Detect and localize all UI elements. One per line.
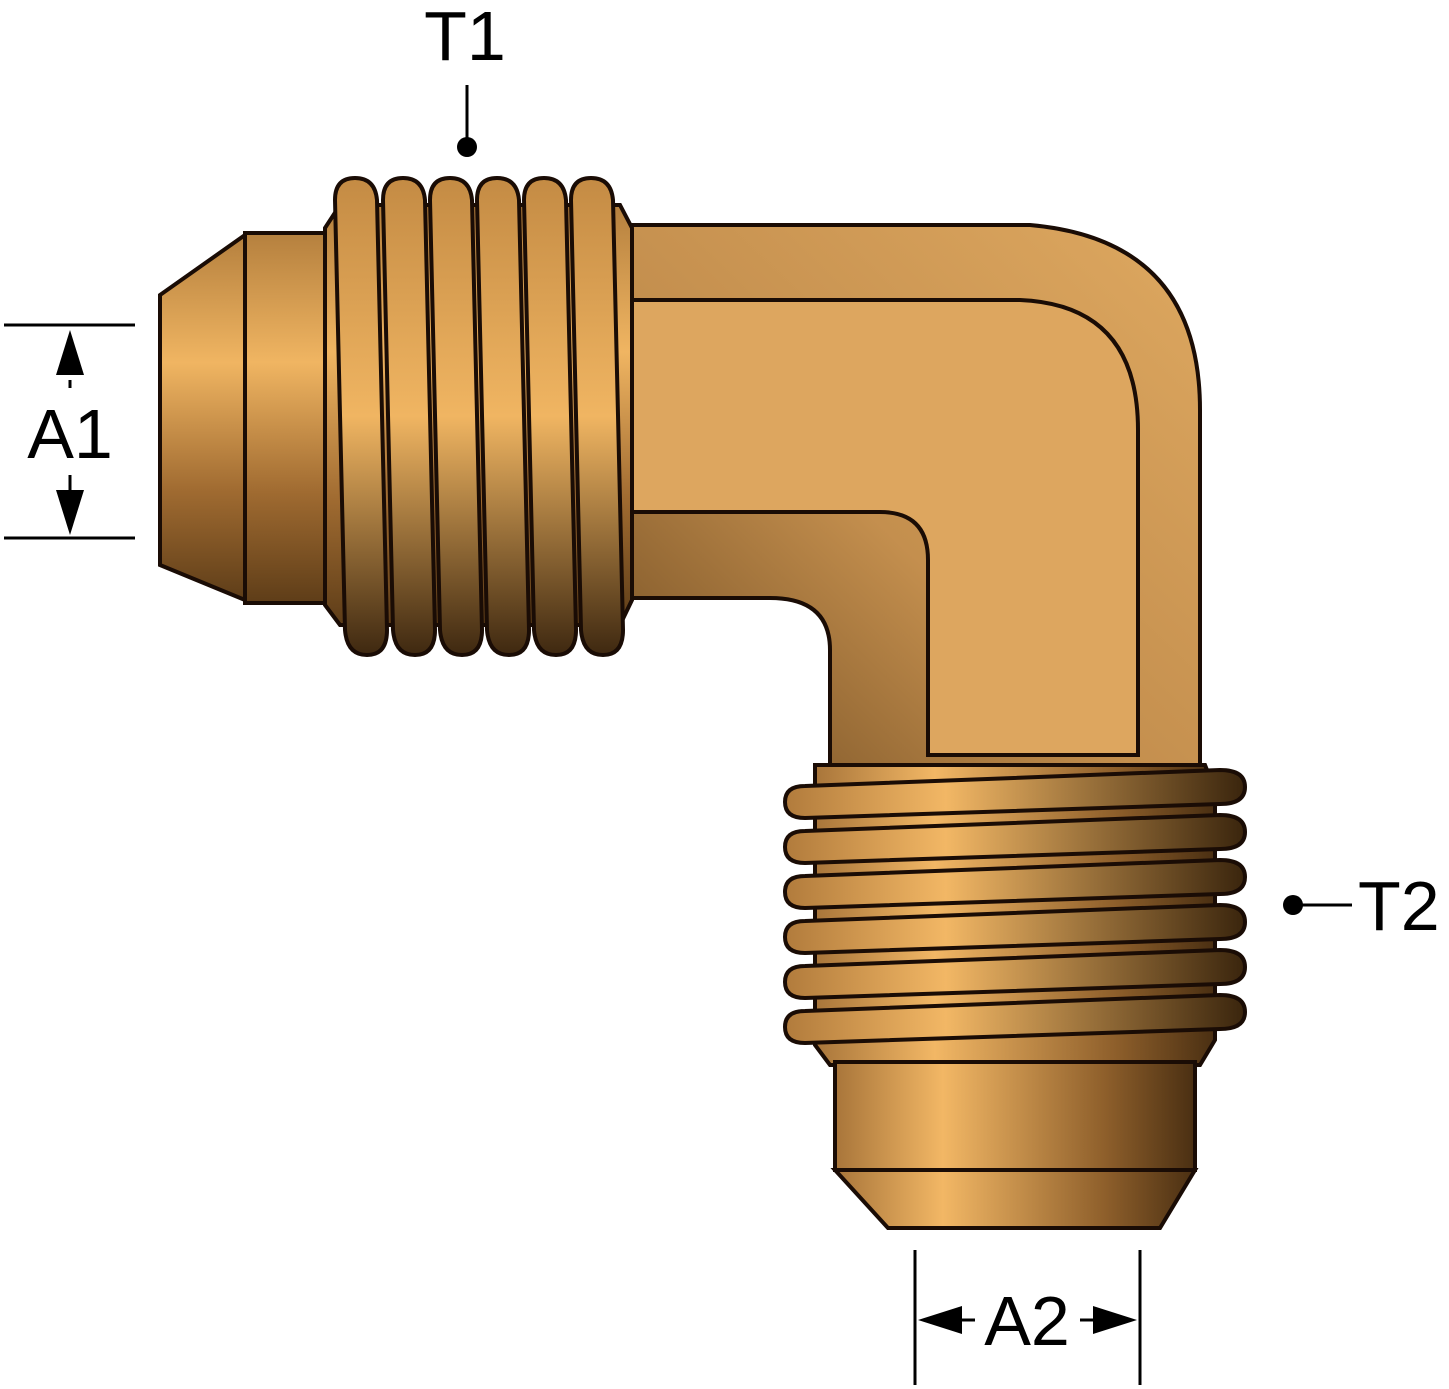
a1-arrow-up [56,330,84,375]
a2-arrow-left [918,1306,962,1334]
t2-thread-ridges [782,767,1248,1046]
t2-thread-ridge [782,767,1248,821]
t1-label: T1 [424,0,506,75]
a2-arrow-right [1093,1306,1137,1334]
a2-label: A2 [984,1282,1070,1360]
a1-dimension: A1 [4,323,135,540]
t1-callout: T1 [424,0,506,157]
t2-flare-nose [830,1168,1199,1230]
t1-thread-ridge [380,175,438,658]
t1-thread-ridge [332,175,390,658]
t2-sleeve [833,1060,1197,1172]
t1-thread-ridge [521,175,579,658]
t2-callout-dot [1283,895,1303,915]
t1-thread-ridges [332,175,626,658]
a2-dimension: A2 [913,1250,1142,1385]
t2-thread-ridge [782,812,1248,866]
t2-callout: T2 [1283,867,1440,945]
a1-label: A1 [27,395,113,473]
t2-thread-ridge [782,857,1248,911]
t1-thread-ridge [427,175,485,658]
t2-thread-ridge [782,902,1248,956]
t2-thread-ridge [782,947,1248,1001]
t2-thread-ridge [782,992,1248,1046]
a1-arrow-down [56,490,84,535]
t2-label: T2 [1358,867,1440,945]
elbow-inner-face [630,298,1140,757]
t1-thread-ridge [474,175,532,658]
t1-flare-nose [158,231,247,603]
t1-callout-dot [457,137,477,157]
t1-sleeve [243,231,337,605]
t1-thread-ridge [568,175,626,658]
